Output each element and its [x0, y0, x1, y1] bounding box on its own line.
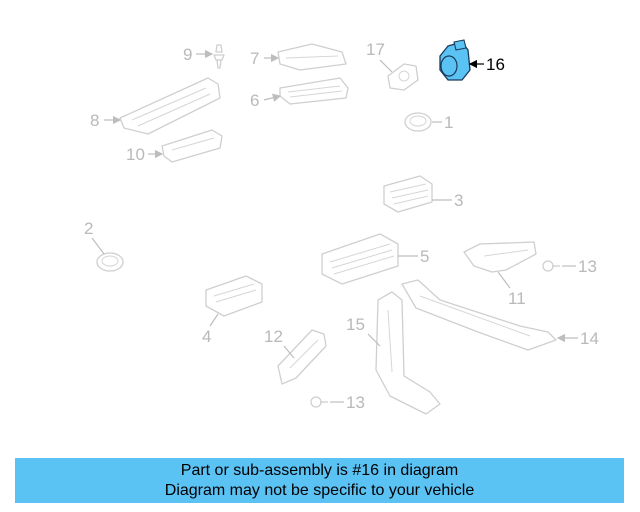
- callout-12: 12: [264, 327, 283, 346]
- part-5-vent: [321, 233, 399, 285]
- parts-diagram: 9 7 6 17 16 8 10 1: [84, 39, 599, 415]
- part-14-duct: [401, 279, 557, 351]
- callout-1: 1: [444, 113, 453, 132]
- callout-6: 6: [250, 91, 259, 110]
- part-11-duct: [463, 241, 537, 273]
- callout-10: 10: [126, 145, 145, 164]
- part-13-screw-upper: [542, 260, 560, 272]
- callout-14: 14: [580, 329, 599, 348]
- part-17-bracket: [387, 63, 419, 91]
- part-6-grille: [279, 77, 349, 105]
- callout-8: 8: [90, 111, 99, 130]
- callout-13-upper: 13: [578, 257, 597, 276]
- callout-17: 17: [366, 40, 385, 59]
- callout-2: 2: [84, 219, 93, 238]
- part-12-duct: [277, 329, 327, 385]
- part-16-sensor: [439, 39, 471, 81]
- callout-16: 16: [486, 55, 505, 74]
- banner-line-2: Diagram may not be specific to your vehi…: [164, 482, 475, 499]
- info-banner: Part or sub-assembly is #16 in diagram D…: [15, 458, 624, 503]
- part-2-round-vent: [96, 252, 124, 272]
- part-15-duct: [375, 291, 441, 415]
- callout-3: 3: [454, 191, 463, 210]
- part-3-vent: [383, 175, 433, 213]
- part-10-vent: [161, 129, 223, 163]
- callout-7: 7: [250, 49, 259, 68]
- callout-13-lower: 13: [346, 393, 365, 412]
- callout-15: 15: [346, 315, 365, 334]
- part-7-cover: [277, 43, 347, 71]
- part-4-vent: [205, 275, 263, 317]
- callout-5: 5: [420, 247, 429, 266]
- callout-4: 4: [202, 327, 211, 346]
- callout-9: 9: [183, 45, 192, 64]
- callout-11: 11: [508, 289, 526, 308]
- banner-line-1: Part or sub-assembly is #16 in diagram: [180, 462, 459, 479]
- part-8-panel: [119, 77, 221, 135]
- part-9-clip: [213, 44, 225, 69]
- part-1-round-vent: [404, 112, 432, 132]
- part-13-screw-lower: [310, 396, 328, 408]
